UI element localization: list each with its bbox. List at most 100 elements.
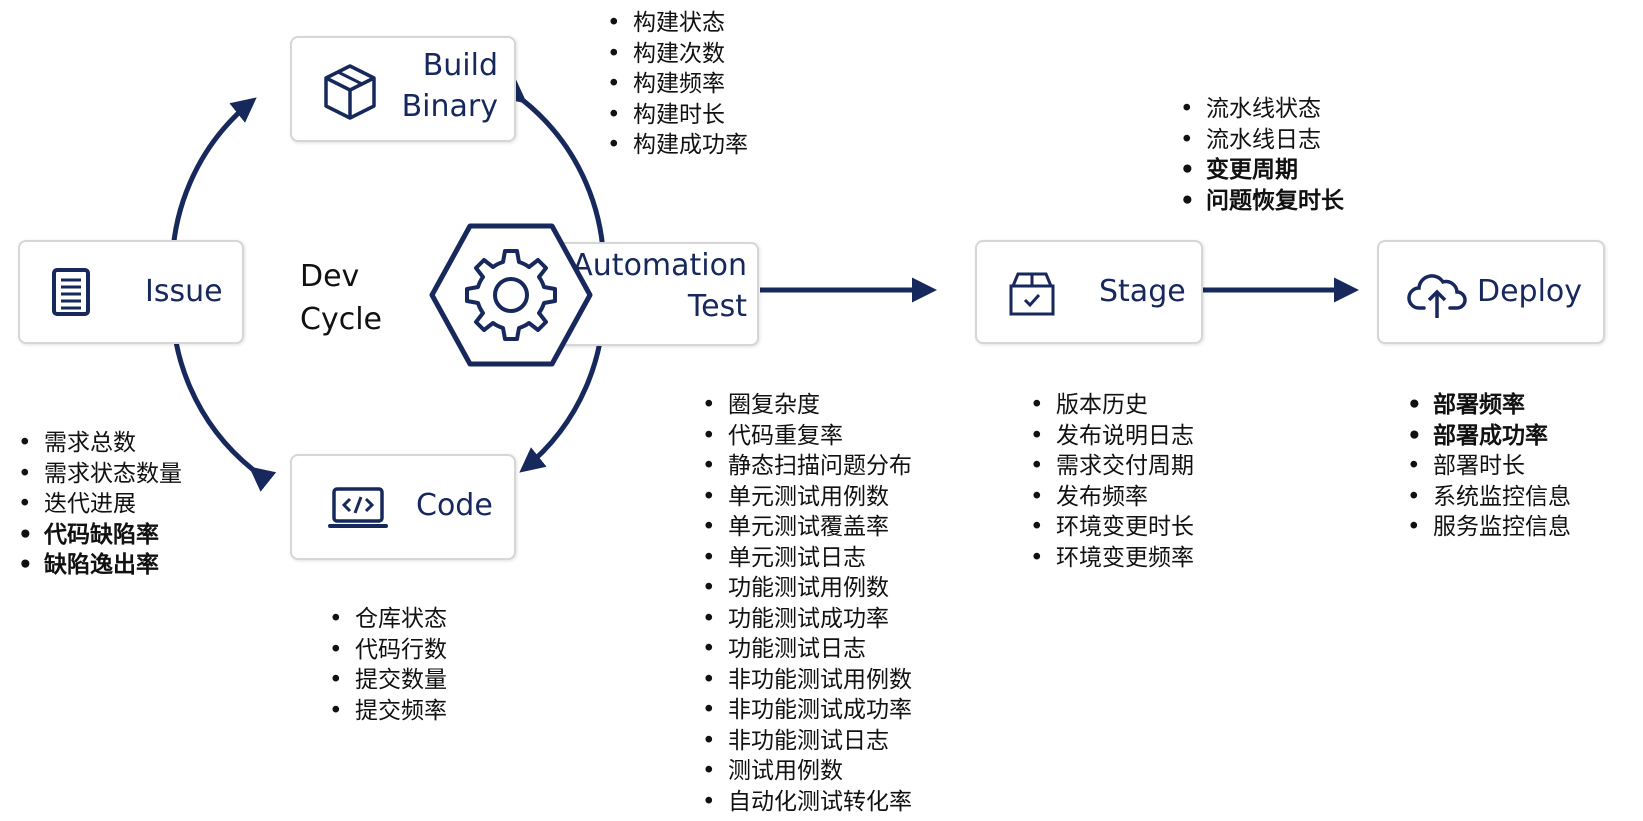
metric-text: 构建状态	[633, 10, 725, 36]
gear-icon	[429, 223, 593, 367]
metric-text: 发布频率	[1056, 483, 1148, 510]
metric-text: 问题恢复时长	[1206, 187, 1344, 214]
build-label: Build Binary	[402, 46, 498, 127]
cloud-upload-icon	[1407, 274, 1467, 318]
metric-text: 提交数量	[355, 667, 447, 693]
bullet: •	[1180, 187, 1195, 214]
bullet: •	[607, 10, 621, 36]
metric-item: •非功能测试成功率	[700, 695, 912, 726]
code-label: Code	[416, 488, 493, 523]
bullet: •	[1030, 453, 1044, 479]
metric-item: • 仓库状态	[327, 604, 447, 635]
metric-text: 构建时长	[633, 101, 725, 128]
metric-text: 单元测试覆盖率	[728, 514, 889, 540]
metric-text: 流水线状态	[1206, 96, 1321, 122]
bullet: •	[702, 392, 716, 418]
metric-text: 发布说明日志	[1056, 422, 1194, 449]
bullet: •	[1180, 157, 1195, 183]
metric-text: 非功能测试日志	[728, 727, 889, 754]
bullet: •	[702, 788, 716, 815]
metric-text: 单元测试日志	[728, 544, 866, 571]
stage-box: Stage	[975, 240, 1203, 344]
metric-text: 构建成功率	[633, 132, 748, 158]
build-label-line1: Build	[422, 48, 498, 83]
metric-text: 服务监控信息	[1433, 514, 1571, 540]
bullet: •	[329, 667, 343, 693]
bullet: •	[702, 697, 716, 723]
metric-text: 版本历史	[1056, 392, 1148, 418]
metric-item: •服务监控信息	[1405, 512, 1571, 543]
document-list-icon	[52, 268, 90, 316]
bullet: •	[1180, 96, 1194, 122]
metric-text: 单元测试用例数	[728, 483, 889, 510]
metric-text: 代码行数	[355, 636, 447, 663]
metric-text: 环境变更时长	[1056, 514, 1194, 540]
bullet: •	[702, 636, 716, 662]
metric-text: 构建次数	[633, 40, 725, 67]
bullet: •	[329, 606, 343, 632]
metric-text: 部署成功率	[1433, 422, 1548, 449]
bullet: •	[18, 460, 32, 487]
metric-item: • 环境变更频率	[1028, 543, 1194, 574]
metric-item: •功能测试日志	[700, 634, 912, 665]
bullet: •	[329, 636, 343, 663]
bullet: •	[1030, 514, 1044, 540]
metric-text: 代码重复率	[728, 422, 843, 449]
metric-item: • 圈复杂度	[700, 390, 912, 421]
bullet: •	[18, 552, 33, 578]
metric-text: 构建频率	[633, 71, 725, 97]
bullet: •	[1030, 544, 1044, 571]
metric-text: 自动化测试转化率	[728, 788, 912, 815]
bullet: •	[702, 727, 716, 754]
metric-text: 仓库状态	[355, 606, 447, 632]
metric-item: •部署时长	[1405, 451, 1571, 482]
automation-test-label: Automation Test	[572, 246, 747, 327]
metric-item: • 自动化测试转化率	[700, 787, 912, 818]
metric-item: • 构建次数	[605, 39, 748, 70]
metric-text: 需求交付周期	[1056, 453, 1194, 479]
metric-item: •功能测试成功率	[700, 604, 912, 635]
metric-text: 功能测试成功率	[728, 605, 889, 632]
metric-item: •需求总数	[16, 428, 182, 459]
metric-item: • 非功能测试日志	[700, 726, 912, 757]
metric-text: 部署时长	[1433, 453, 1525, 479]
bullet: •	[18, 491, 32, 517]
bullet: •	[18, 430, 32, 456]
metric-text: 系统监控信息	[1433, 483, 1571, 510]
code-metrics-list: • 仓库状态 • 代码行数 • 提交数量 • 提交频率	[327, 604, 447, 726]
metric-text: 圈复杂度	[728, 392, 820, 418]
metric-item: •单元测试覆盖率	[700, 512, 912, 543]
deploy-box: Deploy	[1377, 240, 1605, 344]
metric-item: • 发布说明日志	[1028, 421, 1194, 452]
metric-item: •构建时长	[605, 100, 748, 131]
package-box-icon	[324, 64, 376, 120]
metric-text: 环境变更频率	[1056, 544, 1194, 571]
metric-item: • 提交频率	[327, 696, 447, 727]
bullet: •	[607, 132, 621, 158]
bullet: •	[329, 697, 343, 724]
checked-box-icon	[1009, 272, 1055, 316]
metric-item: • 代码行数	[327, 635, 447, 666]
build-label-line2: Binary	[401, 88, 498, 124]
metric-item: •流水线日志	[1178, 125, 1344, 156]
metric-item: •发布频率	[1028, 482, 1194, 513]
automation-test-box: Automation Test	[555, 242, 759, 346]
stage-label: Stage	[1099, 274, 1186, 309]
metric-item: • 流水线状态	[1178, 94, 1344, 125]
metric-text: 需求状态数量	[44, 460, 182, 487]
dev-cycle-line1: Dev	[300, 259, 360, 294]
bullet: •	[1030, 422, 1044, 449]
bullet: •	[607, 40, 621, 67]
metric-item: • 构建成功率	[605, 130, 748, 161]
laptop-code-icon	[328, 487, 388, 528]
metric-item: • 问题恢复时长	[1178, 186, 1344, 217]
dev-cycle-line2: Cycle	[300, 301, 382, 337]
metric-text: 迭代进展	[44, 491, 136, 517]
metric-item: •部署频率	[1405, 390, 1571, 421]
metric-text: 提交频率	[355, 697, 447, 724]
automation-test-label-line1: Automation	[572, 248, 747, 283]
bullet: •	[607, 71, 621, 97]
metric-item: •测试用例数	[700, 756, 912, 787]
metric-item: •单元测试日志	[700, 543, 912, 574]
pipeline-metrics-list: •流水线状态•流水线日志•变更周期•问题恢复时长	[1178, 94, 1344, 216]
